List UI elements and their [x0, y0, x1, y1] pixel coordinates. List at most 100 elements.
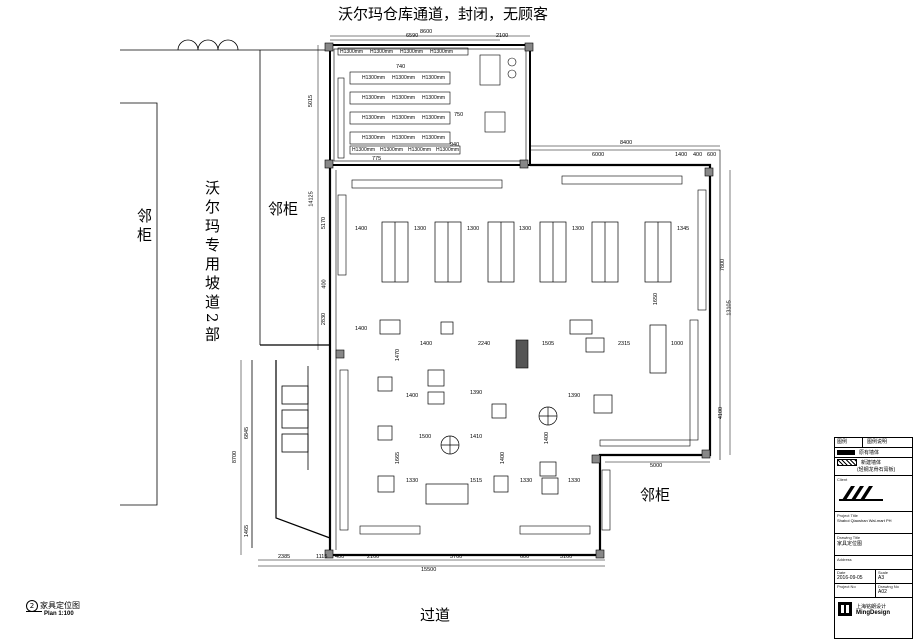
dim-right-1: 7800 [720, 258, 727, 272]
dim-top-2: 6590 [406, 33, 419, 39]
drawing-no-value: A02 [878, 589, 887, 595]
dim-top-8: 600 [707, 152, 717, 158]
project-label: Project Title [837, 513, 858, 518]
scale-value: A3 [878, 575, 885, 581]
plan-scale: Plan 1:100 [44, 611, 74, 617]
dim-top-7: 400 [693, 152, 703, 158]
dim-bottom-8: 5000 [650, 463, 663, 469]
left-neighbor-outline [120, 102, 158, 506]
dim-right-2: 13105 [726, 300, 733, 316]
warehouse-wall [329, 44, 531, 166]
legend-item-2: 新建墙体 [861, 460, 882, 466]
dim-top-6: 1400 [675, 152, 688, 158]
dim-bottom-2: 1115 [316, 554, 328, 560]
dim-top-5: 6000 [592, 152, 605, 158]
dim-left-1: 5015 [308, 94, 315, 108]
bottom-passage-label: 过道 [420, 606, 451, 624]
toilet-1 [281, 385, 309, 405]
dim-inner-j: 1505 [542, 341, 555, 347]
dimension-lines [240, 35, 731, 567]
wall-fixtures [337, 175, 707, 535]
columns [324, 42, 714, 559]
dim-right-3: 4100 [718, 406, 725, 420]
drawing-label: Drawing Title [837, 535, 861, 540]
title-block: 图例 图例说明 原有墙体 新建墙体 (轻钢龙骨石膏板) Client Proje… [834, 437, 913, 639]
dim-inner-w: 1470 [395, 348, 402, 362]
dim-inner-b: 1300 [414, 226, 427, 232]
drawing-value: 家具定位图 [837, 541, 863, 547]
rack-dim: 750 [454, 112, 464, 118]
dim-left-6: 8700 [232, 450, 239, 464]
rack-tag: H1300mm [352, 147, 376, 153]
rack-tag: H1300mm [362, 75, 386, 81]
new-wall-swatch [837, 459, 857, 466]
rack-tag: H1300mm [362, 115, 386, 121]
floor-units [377, 319, 667, 505]
rack-dim: 775 [372, 156, 382, 162]
warehouse-inner [333, 48, 527, 162]
dim-inner-k: 2315 [618, 341, 631, 347]
dim-inner-z: 1400 [544, 431, 551, 445]
dim-bottom-1: 2385 [278, 554, 291, 560]
firm-logo-icon [838, 602, 852, 616]
legend-header-b: 图例说明 [867, 439, 888, 445]
dim-inner-q: 1410 [470, 434, 483, 440]
dim-inner-s: 1515 [470, 478, 483, 484]
rack-tag: H1300mm [422, 95, 446, 101]
dim-inner-o: 1390 [568, 393, 581, 399]
dim-bottom-3: 400 [335, 554, 345, 560]
rack-tag: H1300mm [362, 95, 386, 101]
mid-neighbor-label: 邻柜 [268, 200, 299, 218]
rack-tag: H1300mm [430, 49, 454, 55]
dim-inner-t: 1330 [520, 478, 533, 484]
legend-header-a: 图例 [835, 438, 863, 447]
dim-inner-c: 1300 [467, 226, 480, 232]
rack-tag: H1300mm [408, 147, 432, 153]
dim-top-1: 8600 [420, 29, 433, 35]
dim-bottom-5: 5700 [450, 554, 463, 560]
store-right-outer [530, 149, 721, 460]
dim-bottom-6: 600 [520, 554, 530, 560]
dim-bottom-4: 2100 [367, 554, 380, 560]
dim-inner-e: 1300 [572, 226, 585, 232]
rack-dim: 940 [450, 142, 460, 148]
firm-name-en: MingDesign [856, 609, 890, 616]
dim-inner-l: 1000 [671, 341, 684, 347]
toilet-3 [281, 433, 309, 453]
toilet-2 [281, 409, 309, 429]
scale-label: Scale [878, 570, 889, 575]
dim-top-4: 8400 [620, 140, 633, 146]
ramp-label: 沃尔玛专用坡道2部 [203, 180, 221, 346]
rack-tag: H1300mm [436, 147, 460, 153]
dim-inner-g: 1400 [355, 326, 368, 332]
storage-racks [337, 47, 517, 159]
caption-divider [26, 611, 42, 612]
rack-dim: 740 [396, 64, 406, 70]
plan-title: 家具定位图 [40, 601, 80, 610]
dim-inner-p: 1500 [419, 434, 432, 440]
dim-inner-h: 1400 [420, 341, 433, 347]
legend-item-1: 原有墙体 [859, 450, 880, 456]
annex-left-wall [275, 360, 331, 539]
project-value: Shaboi Qiaoshan Wal-mart PH [837, 518, 892, 523]
dim-inner-a: 1400 [355, 226, 368, 232]
dim-inner-m: 1400 [406, 393, 419, 399]
dim-bottom-7: 3100 [560, 554, 573, 560]
project-no-label: Project No [837, 584, 856, 589]
rack-tag: H1300mm [422, 75, 446, 81]
dim-inner-r: 1330 [406, 478, 419, 484]
date-value: 2016-09-05 [837, 575, 863, 581]
dim-inner-d: 1300 [519, 226, 532, 232]
rack-tag: H1300mm [362, 135, 386, 141]
top-title: 沃尔玛仓库通道，封闭，无顾客 [338, 5, 549, 23]
dim-left-7: 6845 [244, 426, 251, 440]
dim-top-3: 2100 [496, 33, 509, 39]
rack-tag: H1300mm [400, 49, 424, 55]
legend-item-3: (轻钢龙骨石膏板) [857, 467, 896, 473]
dim-inner-i: 2240 [478, 341, 491, 347]
left-neighbor-label: 邻柜 [135, 208, 153, 246]
drawing-no-label: Drawing No [878, 584, 899, 589]
existing-wall-swatch [837, 450, 855, 455]
firm-name-cn: 上海铭朗设计 [856, 603, 887, 610]
